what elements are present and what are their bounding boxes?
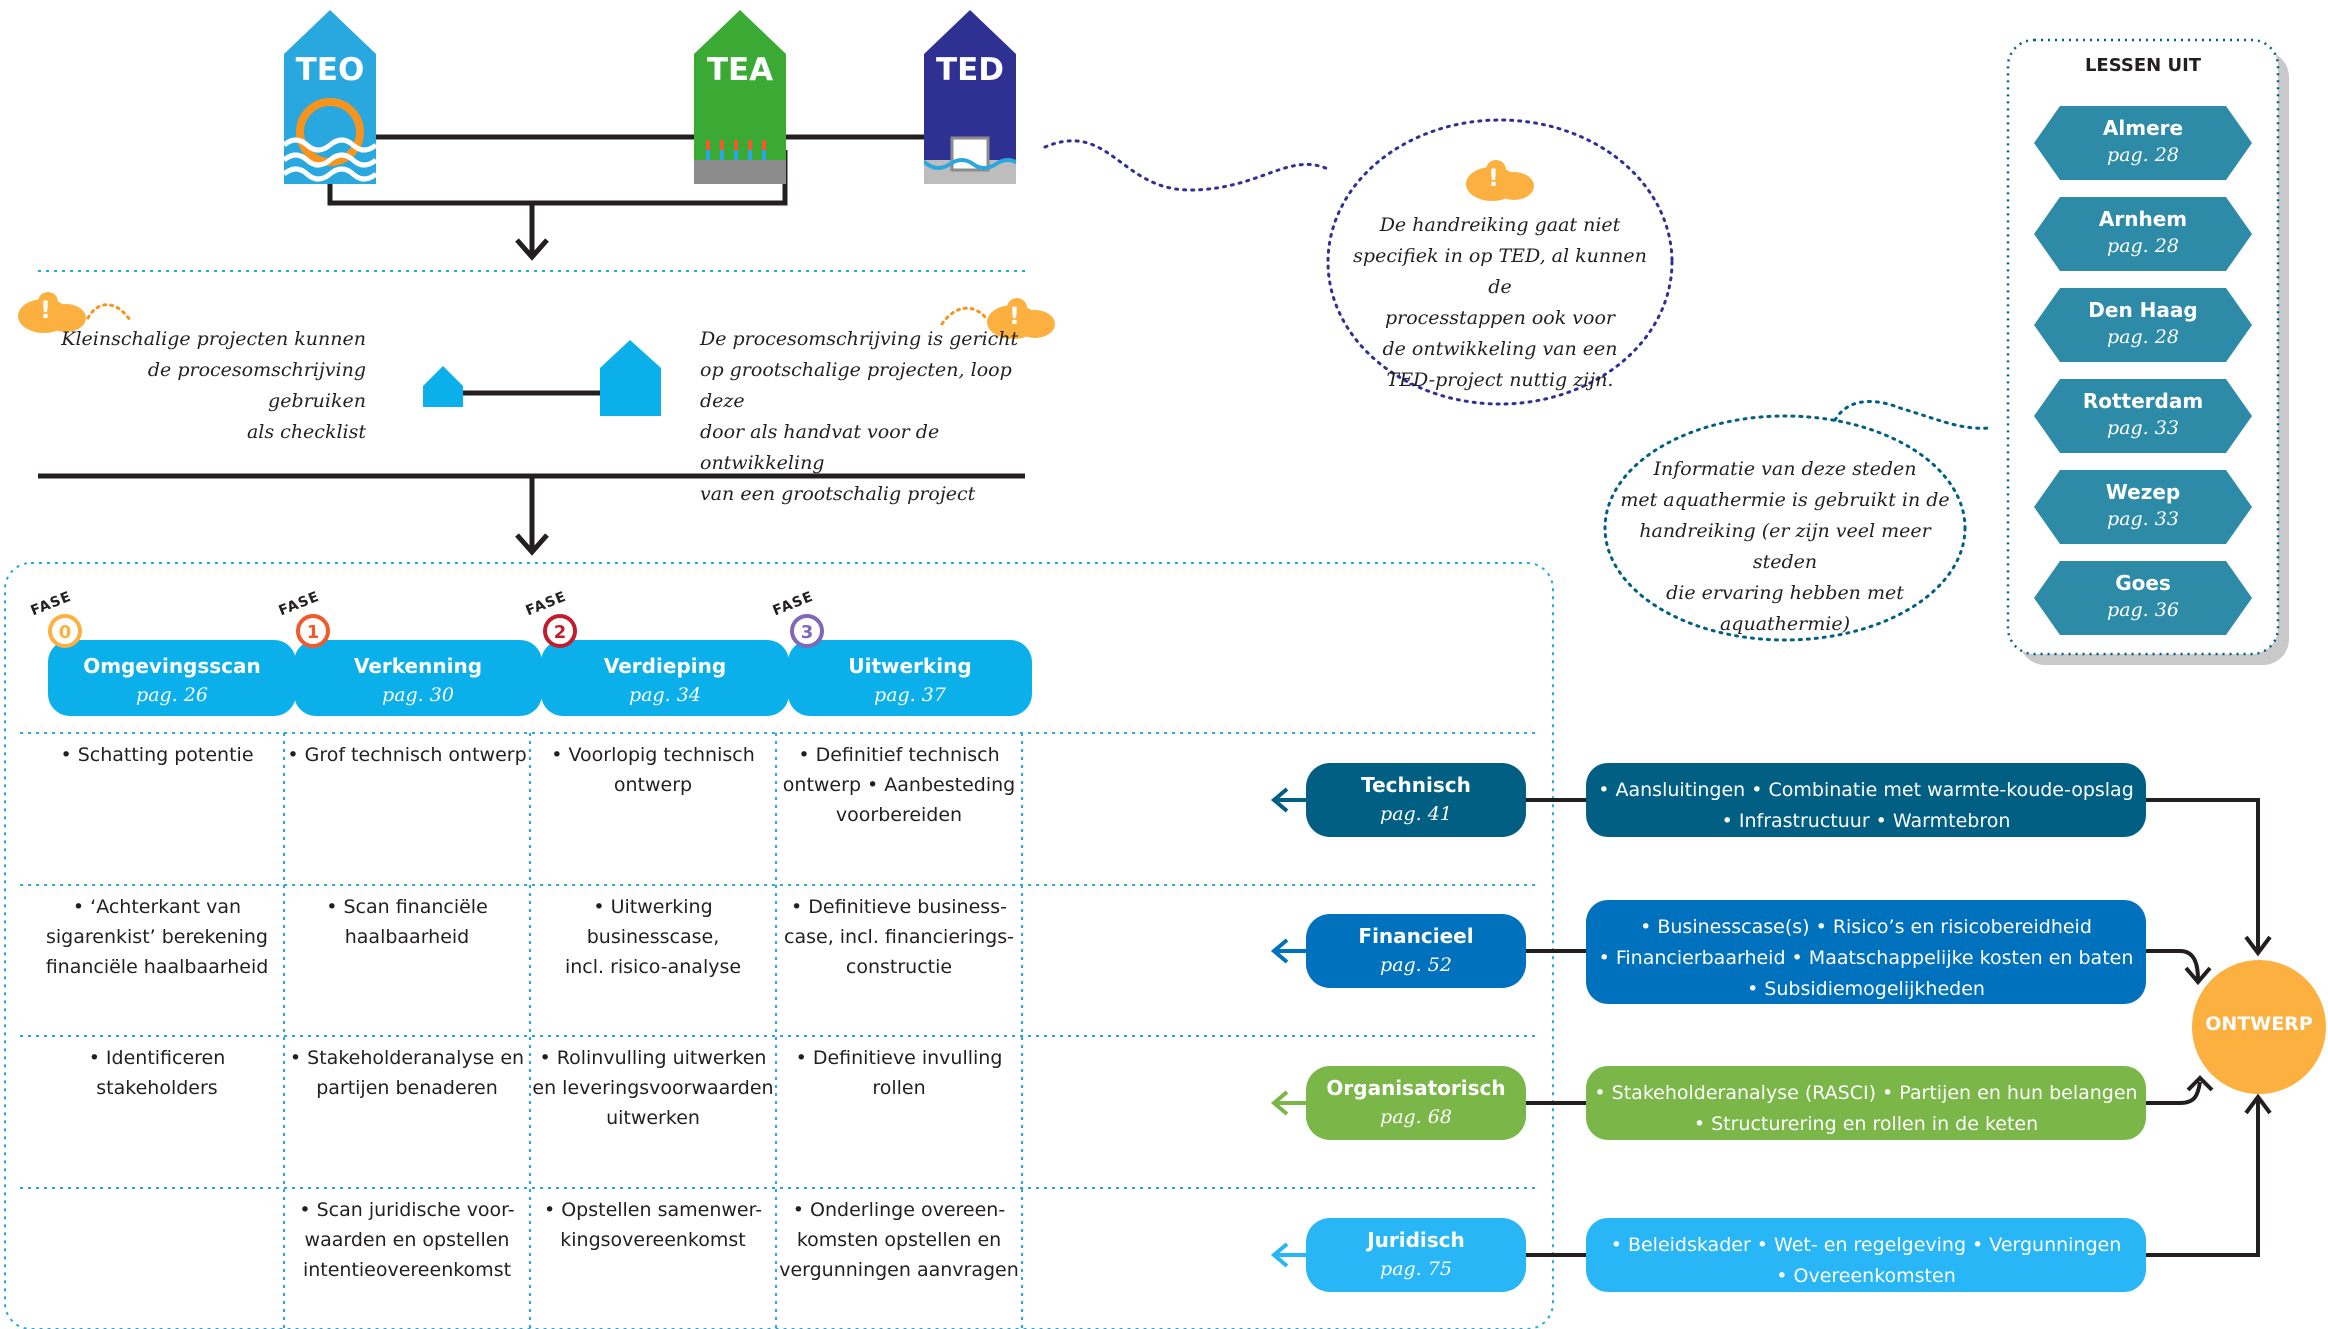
organisatorisch-details: • Stakeholderanalyse (RASCI) • Partijen … — [1586, 1066, 2146, 1140]
phase-0-page: pag. 26 — [136, 684, 208, 706]
city-rotterdam[interactable]: Rotterdam pag. 33 — [2082, 389, 2204, 439]
ted-note-bubble — [1326, 118, 1674, 406]
category-financieel[interactable]: Financieel pag. 52 — [1306, 914, 1526, 988]
category-financieel-page: pag. 52 — [1380, 954, 1452, 976]
lessons-city-shapes — [2034, 106, 2252, 635]
phase-1-box[interactable]: Verkenning pag. 30 — [294, 640, 542, 716]
phase-1-page: pag. 30 — [382, 684, 454, 706]
cities-note-bubble — [1603, 414, 1967, 642]
house-ted: TED — [924, 10, 1016, 184]
grid-cell-r4-c2: • Scan juridische voor-waarden en opstel… — [299, 1199, 515, 1281]
ontwerp-circle: ONTWERP — [2192, 960, 2326, 1094]
category-organisatorisch[interactable]: Organisatorisch pag. 68 — [1306, 1066, 1526, 1140]
phase-3-page: pag. 37 — [874, 684, 946, 706]
large-projects-note: De procesomschrijving is gericht op groo… — [700, 328, 1019, 505]
grid-cell-r4-c3: • Opstellen samenwer-kingsovereenkomst — [543, 1199, 763, 1251]
category-technisch-title: Technisch — [1361, 773, 1471, 797]
alert-cloud-icon: ! — [16, 292, 88, 334]
lessons-title: LESSEN UIT — [2084, 55, 2202, 76]
financieel-details: • Businesscase(s) • Risico’s en risicobe… — [1586, 900, 2146, 1004]
cities-note-text: Informatie van deze steden met aquatherm… — [1620, 458, 1950, 635]
city-wezep[interactable]: Wezep pag. 33 — [2105, 480, 2181, 530]
phase-3-box[interactable]: Uitwerking pag. 37 — [788, 640, 1032, 716]
phase-panel-border — [4, 562, 1554, 1329]
city-almere[interactable]: Almere pag. 28 — [2102, 116, 2184, 166]
category-organisatorisch-page: pag. 68 — [1380, 1106, 1452, 1128]
large-house-icon — [600, 340, 661, 416]
grid-cell-r2-c4: • Definitieve business-case, incl. finan… — [784, 896, 1014, 978]
category-organisatorisch-title: Organisatorisch — [1326, 1076, 1506, 1100]
grid-cell-r1-c2: • Grof technisch ontwerp — [287, 744, 527, 766]
phase-1-title: Verkenning — [353, 654, 483, 678]
alert-cloud-icon-right: ! — [985, 298, 1057, 340]
phase-0-number: 0 — [48, 614, 82, 648]
phase-2-number: 2 — [543, 614, 577, 648]
category-technisch[interactable]: Technisch pag. 41 — [1306, 763, 1526, 837]
phase-2-box[interactable]: Verdieping pag. 34 — [541, 640, 789, 716]
arrow-juridisch — [1270, 1242, 1306, 1268]
grid-cell-r1-c1: • Schatting potentie — [60, 744, 254, 766]
small-house-icon — [423, 366, 463, 407]
phase-0-box[interactable]: Omgevingsscan pag. 26 — [48, 640, 296, 716]
small-projects-note: Kleinschalige projecten kunnen de proces… — [61, 328, 366, 443]
ontwerp-label: ONTWERP — [2205, 1013, 2313, 1035]
house-tea-label: TEA — [706, 52, 774, 88]
arrow-organisatorisch — [1270, 1090, 1306, 1116]
phase-3-number: 3 — [790, 614, 824, 648]
juridisch-details: • Beleidskader • Wet- en regelgeving • V… — [1586, 1218, 2146, 1292]
phase-3-title: Uitwerking — [848, 654, 972, 678]
alert-dots-right — [940, 306, 988, 326]
technisch-details: • Aansluitingen • Combinatie met warmte-… — [1586, 763, 2146, 837]
phase-2-page: pag. 34 — [629, 684, 701, 706]
city-den-haag[interactable]: Den Haag pag. 28 — [2088, 298, 2198, 348]
phase-1-number: 1 — [296, 614, 330, 648]
arrow-financieel — [1270, 938, 1306, 964]
category-juridisch-page: pag. 75 — [1380, 1258, 1452, 1280]
grid-cell-r4-c4: • Onderlinge overeen-komsten opstellen e… — [779, 1199, 1019, 1281]
category-juridisch[interactable]: Juridisch pag. 75 — [1306, 1218, 1526, 1292]
city-goes[interactable]: Goes pag. 36 — [2107, 571, 2179, 621]
house-tea: TEA — [694, 10, 786, 184]
alert-cloud-icon-ted: ! — [1464, 160, 1536, 202]
house-teo: TEO — [284, 10, 376, 184]
category-financieel-title: Financieel — [1358, 924, 1474, 948]
cities-note-connector — [1833, 400, 1992, 430]
category-juridisch-title: Juridisch — [1367, 1228, 1465, 1252]
house-teo-label: TEO — [295, 52, 365, 88]
category-technisch-page: pag. 41 — [1380, 803, 1452, 825]
city-arnhem[interactable]: Arnhem pag. 28 — [2098, 207, 2188, 257]
ted-note-connector — [1043, 139, 1332, 192]
phase-0-title: Omgevingsscan — [83, 654, 261, 678]
phase-2-title: Verdieping — [603, 654, 727, 678]
ted-note-text: De handreiking gaat niet specifiek in op… — [1353, 214, 1647, 391]
arrow-technisch — [1270, 787, 1306, 813]
house-ted-label: TED — [935, 52, 1005, 88]
